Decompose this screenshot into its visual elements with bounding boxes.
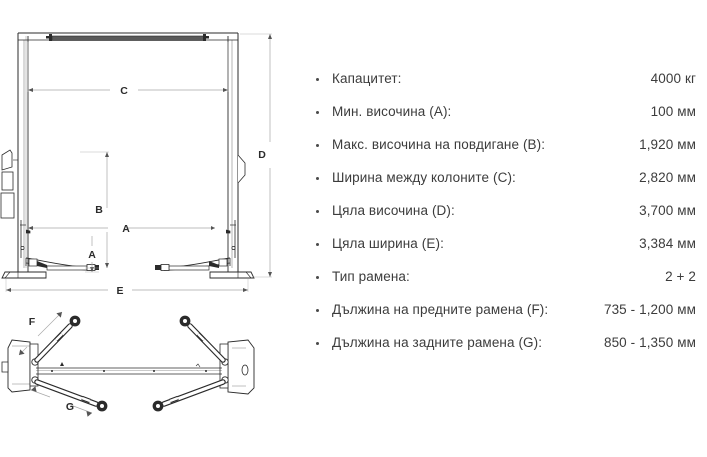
- dimension-label-a-lower: A: [88, 249, 96, 261]
- bullet-icon: [316, 110, 319, 114]
- control-box-left: [0, 149, 18, 219]
- spec-row: Цяла ширина (E): 3,384 мм: [316, 227, 696, 260]
- right-carriage: [225, 220, 236, 258]
- plan-rear-arm-right: [152, 379, 226, 412]
- spec-row: Капацитет: 4000 кг: [316, 62, 696, 95]
- dimension-label-e: E: [116, 285, 123, 297]
- dimension-label-a: A: [122, 223, 130, 235]
- spec-row: Цяла височина (D): 3,700 мм: [316, 194, 696, 227]
- plan-rear-arm-left: [34, 379, 108, 412]
- dimension-label-b: B: [95, 204, 103, 216]
- spec-value: 2 + 2: [665, 269, 696, 284]
- plan-view-dimensions: [18, 311, 93, 417]
- bullet-icon: [316, 242, 319, 246]
- front-elevation-view: [0, 32, 255, 279]
- dimension-e: [5, 279, 249, 292]
- dimension-c: [27, 42, 229, 92]
- spec-value: 1,920 мм: [639, 137, 696, 152]
- left-column: [17, 33, 29, 272]
- spec-label: Цяла ширина (E):: [332, 236, 444, 251]
- spec-value: 3,384 мм: [639, 236, 696, 251]
- spec-row: Тип рамена: 2 + 2: [316, 260, 696, 293]
- bullet-icon: [316, 209, 319, 213]
- dimension-label-f: F: [29, 316, 36, 328]
- right-column: [227, 33, 239, 272]
- spec-label: Тип рамена:: [332, 269, 410, 284]
- right-arm-assembly: [155, 257, 231, 271]
- spec-value: 100 мм: [650, 104, 696, 119]
- bullet-icon: [316, 77, 319, 81]
- hose-carrier-left: [46, 34, 52, 41]
- spec-value: 2,820 мм: [639, 170, 696, 185]
- left-base-plate: [1, 271, 47, 279]
- plan-right-base: [219, 339, 255, 395]
- right-base-plate: [209, 271, 255, 279]
- dimension-label-d: D: [258, 149, 266, 161]
- plan-center-rail: [36, 362, 222, 375]
- dimension-b: [80, 151, 109, 268]
- lift-technical-drawing: C D B A A E: [0, 0, 300, 457]
- dimension-label-c: C: [120, 85, 128, 97]
- dimension-d: [240, 33, 272, 278]
- dimension-label-g: G: [66, 401, 74, 413]
- spec-label: Цяла височина (D):: [332, 203, 455, 218]
- spec-row: Ширина между колоните (C): 2,820 мм: [316, 161, 696, 194]
- left-carriage: [20, 220, 31, 258]
- dimension-a-horizontal: [28, 226, 215, 230]
- spec-label: Капацитет:: [332, 71, 402, 86]
- bullet-icon: [316, 176, 319, 180]
- dimension-g: [30, 386, 93, 417]
- cable-cover-right: [237, 154, 246, 184]
- spec-label: Дължина на предните рамена (F):: [332, 302, 549, 317]
- plan-pivots: [31, 358, 229, 384]
- spec-row: Дължина на предните рамена (F): 735 - 1,…: [316, 293, 696, 326]
- spec-label: Ширина между колоните (C):: [332, 170, 516, 185]
- spec-row: Макс. височина на повдигане (B): 1,920 м…: [316, 128, 696, 161]
- spec-label: Мин. височина (A):: [332, 104, 452, 119]
- lift-specifications-list: Капацитет: 4000 кг Мин. височина (A): 10…: [316, 62, 696, 359]
- bullet-icon: [316, 143, 319, 147]
- hose-carrier-right: [203, 34, 209, 41]
- plan-left-base: [1, 339, 39, 393]
- spec-value: 850 - 1,350 мм: [603, 335, 696, 350]
- spec-row: Мин. височина (A): 100 мм: [316, 95, 696, 128]
- front-elevation-dimensions: [5, 33, 272, 292]
- spec-label: Макс. височина на повдигане (B):: [332, 137, 546, 152]
- plan-view: [1, 315, 255, 412]
- spec-value: 735 - 1,200 мм: [603, 302, 696, 317]
- bullet-icon: [316, 275, 319, 279]
- dimension-f: [18, 311, 63, 356]
- plan-front-arm-left: [34, 315, 81, 363]
- dimension-a-lower: [85, 236, 99, 273]
- spec-label: Дължина на задните рамена (G):: [332, 335, 543, 350]
- bullet-icon: [316, 341, 319, 345]
- spec-row: Дължина на задните рамена (G): 850 - 1,3…: [316, 326, 696, 359]
- spec-value: 4000 кг: [650, 71, 696, 86]
- bullet-icon: [316, 308, 319, 312]
- spec-value: 3,700 мм: [639, 203, 696, 218]
- plan-front-arm-right: [179, 315, 226, 363]
